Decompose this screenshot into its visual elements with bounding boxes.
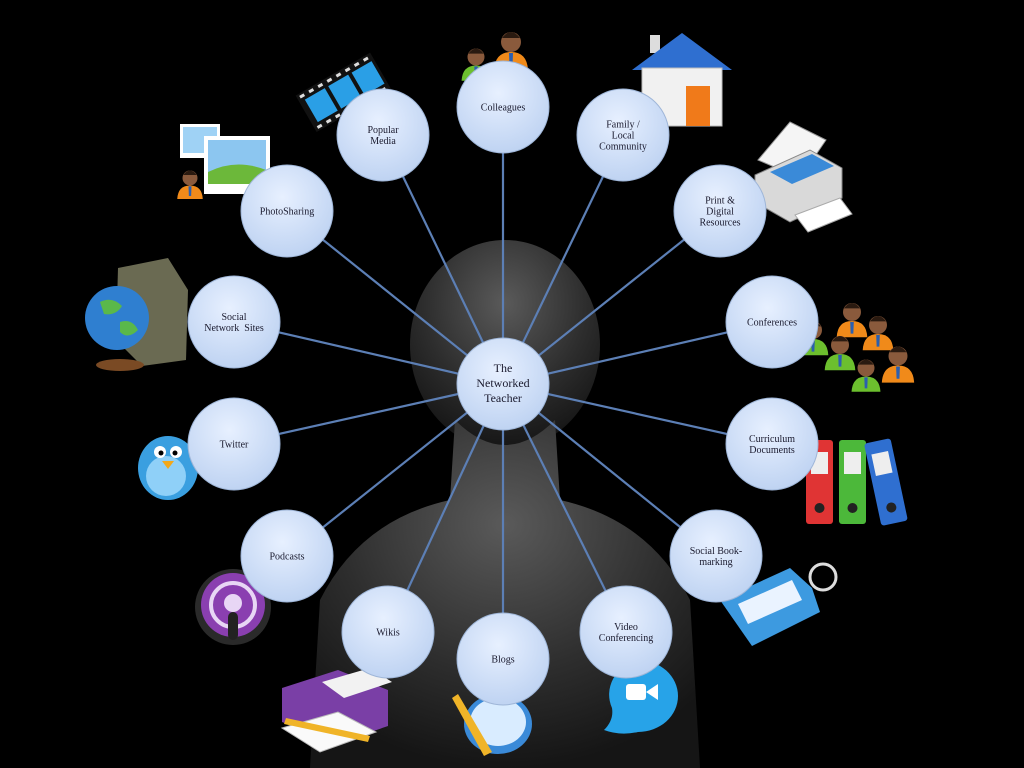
node-label-wikis: Wikis <box>376 628 400 639</box>
node-colleagues: Colleagues <box>456 60 550 154</box>
center-label-line-3: Teacher <box>484 391 522 405</box>
video-chat-icon <box>604 660 678 734</box>
node-label-family-local-community: Local <box>612 131 635 142</box>
node-circle-family-local-community <box>576 88 670 182</box>
node-circle-conferences <box>725 275 819 369</box>
center-label-line-2: Networked <box>476 376 529 390</box>
node-twitter: Twitter <box>187 397 281 491</box>
node-social-bookmarking: Social Book-marking <box>669 509 763 603</box>
icons <box>85 32 915 756</box>
node-label-popular-media: Media <box>370 136 396 147</box>
node-circle-social-bookmarking <box>669 509 763 603</box>
node-podcasts: Podcasts <box>240 509 334 603</box>
node-label-video-conferencing: Video <box>614 622 638 633</box>
node-circle-colleagues <box>456 60 550 154</box>
node-blogs: Blogs <box>456 612 550 706</box>
node-circle-print-digital-resources <box>673 164 767 258</box>
bird-icon <box>138 436 198 500</box>
node-label-social-network-sites: Network Sites <box>204 323 264 334</box>
node-label-social-bookmarking: marking <box>699 557 732 568</box>
node-label-blogs: Blogs <box>491 655 514 666</box>
node-label-video-conferencing: Conferencing <box>599 633 653 644</box>
node-conferences: Conferences <box>725 275 819 369</box>
node-label-print-digital-resources: Print & <box>705 196 735 207</box>
node-label-twitter: Twitter <box>220 440 249 451</box>
node-wikis: Wikis <box>341 585 435 679</box>
node-circle-social-network-sites <box>187 275 281 369</box>
node-label-social-bookmarking: Social Book- <box>690 546 743 557</box>
center-label-line-1: The <box>494 361 513 375</box>
node-label-print-digital-resources: Digital <box>706 207 734 218</box>
hi-speech-bubble-icon <box>452 694 532 756</box>
node-label-photo-sharing: PhotoSharing <box>260 207 314 218</box>
node-circle-twitter <box>187 397 281 491</box>
node-circle-photo-sharing <box>240 164 334 258</box>
node-circle-curriculum-documents <box>725 397 819 491</box>
node-label-family-local-community: Family / <box>606 120 640 131</box>
node-label-curriculum-documents: Curriculum <box>749 434 795 445</box>
node-label-conferences: Conferences <box>747 318 797 329</box>
binders-icon <box>806 438 908 526</box>
node-circle-podcasts <box>240 509 334 603</box>
podcast-icon <box>195 569 271 645</box>
tag-icon <box>720 562 838 646</box>
node-circle-popular-media <box>336 88 430 182</box>
node-circle-blogs <box>456 612 550 706</box>
node-label-colleagues: Colleagues <box>481 103 526 114</box>
node-label-popular-media: Popular <box>367 125 399 136</box>
node-label-curriculum-documents: Documents <box>749 445 795 456</box>
node-label-print-digital-resources: Resources <box>699 218 740 229</box>
globe-backpack-icon <box>85 258 188 371</box>
node-circle-video-conferencing <box>579 585 673 679</box>
node-circle-wikis <box>341 585 435 679</box>
center-node: The Networked Teacher <box>456 337 550 431</box>
node-label-social-network-sites: Social <box>222 312 247 323</box>
node-photo-sharing: PhotoSharing <box>240 164 334 258</box>
node-label-podcasts: Podcasts <box>270 552 305 563</box>
node-label-family-local-community: Community <box>599 142 647 153</box>
printer-icon <box>754 121 853 233</box>
